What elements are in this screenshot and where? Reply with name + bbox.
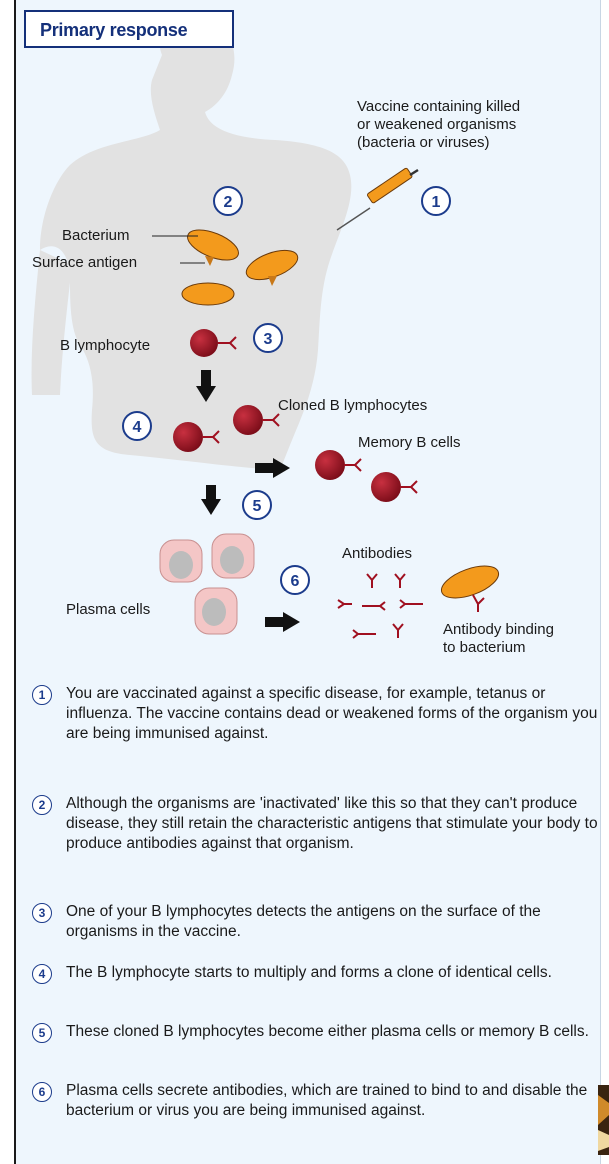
step-text-4: The B lymphocyte starts to multiply and …	[66, 963, 601, 983]
step-badge-6: 6	[32, 1082, 52, 1102]
side-thumbnail-image	[598, 1085, 609, 1155]
step-badge-4: 4	[32, 964, 52, 984]
page-title: Primary response	[40, 20, 187, 41]
vaccine-label: Vaccine containing killed or weakened or…	[357, 98, 524, 151]
plasma-cell-1	[160, 540, 202, 582]
antibodies-label: Antibodies	[342, 545, 412, 562]
step-text-3: One of your B lymphocytes detects the an…	[66, 902, 601, 942]
step-text-6: Plasma cells secrete antibodies, which a…	[66, 1081, 601, 1121]
svg-text:1: 1	[432, 194, 441, 211]
step-text-5: These cloned B lymphocytes become either…	[66, 1022, 601, 1042]
antibody-group	[338, 574, 423, 638]
immune-response-diagram: Vaccine containing killed or weakened or…	[0, 0, 609, 680]
svg-text:2: 2	[224, 194, 233, 211]
b-lymphocyte-label: B lymphocyte	[60, 337, 150, 354]
step-badge-2: 2	[32, 795, 52, 815]
step-text-2: Although the organisms are 'inactivated'…	[66, 794, 601, 854]
diagram-badge-2: 2	[214, 187, 242, 215]
memory-label: Memory B cells	[358, 434, 461, 451]
step-badge-3: 3	[32, 903, 52, 923]
cloned-label: Cloned B lymphocytes	[278, 397, 427, 414]
right-arrow-2	[265, 612, 300, 632]
step-badge-1: 1	[32, 685, 52, 705]
title-box: Primary response	[24, 10, 234, 48]
step-text-1: You are vaccinated against a specific di…	[66, 684, 601, 744]
diagram-badge-4: 4	[123, 412, 151, 440]
diagram-badge-5: 5	[243, 491, 271, 519]
svg-text:5: 5	[253, 498, 262, 515]
svg-text:3: 3	[264, 331, 273, 348]
surface-antigen-label: Surface antigen	[32, 254, 137, 271]
plasma-label: Plasma cells	[66, 601, 150, 618]
bacterium-label: Bacterium	[62, 227, 130, 244]
bound-bacterium	[437, 560, 502, 612]
bacterium-3	[182, 283, 234, 305]
svg-text:4: 4	[133, 419, 142, 436]
memory-cell-2	[371, 472, 417, 502]
step-badge-5: 5	[32, 1023, 52, 1043]
diagram-badge-6: 6	[281, 566, 309, 594]
plasma-cell-2	[212, 534, 254, 578]
diagram-badge-3: 3	[254, 324, 282, 352]
svg-text:6: 6	[291, 573, 300, 590]
plasma-cell-3	[195, 588, 237, 634]
antibody-binding-label: Antibody binding to bacterium	[443, 621, 558, 656]
down-arrow-2	[201, 485, 221, 515]
memory-cell-1	[315, 450, 361, 480]
silhouette-arm	[32, 250, 72, 395]
diagram-badge-1: 1	[422, 187, 450, 215]
